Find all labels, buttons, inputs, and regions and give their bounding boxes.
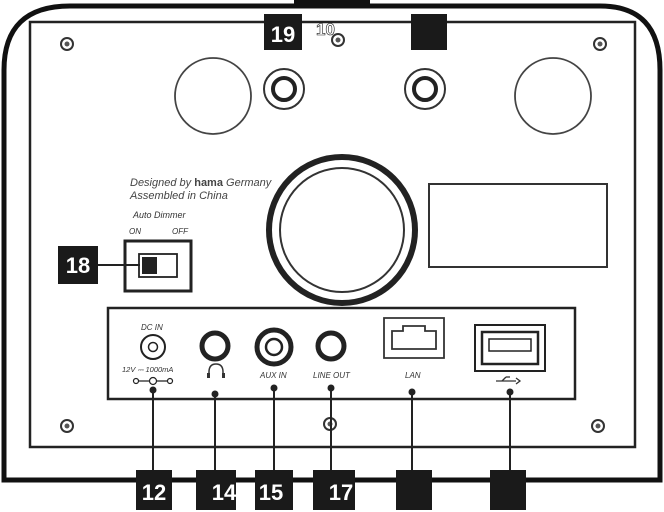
svg-text:17: 17 [329,480,353,505]
dimmer-on-label: ON [129,227,141,236]
svg-text:18: 18 [66,253,90,278]
leader-dots [149,384,514,398]
callout-box-antenna-right [411,14,447,50]
callout-17: 17 [313,470,355,510]
headphone-icon-cup-right [222,373,225,378]
designed-by-text: Designed by hama Germany [130,177,273,189]
usb-icon [496,376,522,385]
dc-in-socket [140,334,166,360]
headphone-jack [199,330,231,362]
aux-in-label: AUX IN [259,371,287,380]
dimmer-off-label: OFF [172,227,189,236]
antenna-socket-right [404,68,446,110]
screw-icon [593,37,607,51]
dc-polarity-icon [132,376,174,386]
dc-in-label: DC IN [141,323,163,332]
callout-15: 15 [255,470,293,510]
callout-19: 19 [264,14,302,50]
dc-rating-label: 12V ⎓ 1000mA [122,365,173,374]
callout-box-lan [396,470,432,510]
housing-top-rim [294,0,370,6]
screw-icon [60,37,74,51]
label-plate [428,183,608,268]
screw-icon [60,419,74,433]
callout-18: 18 [58,246,98,284]
headphone-icon-cup-left [207,373,210,378]
lan-label: LAN [405,371,421,380]
dimmer-switch-slider [142,257,157,274]
bass-port-right [514,57,592,135]
aux-in-jack [254,327,294,367]
svg-text:12: 12 [142,480,166,505]
usb-port [474,324,546,372]
line-out-label: LINE OUT [313,371,351,380]
callout-19b-label: 10 [316,20,335,39]
auto-dimmer-title: Auto Dimmer [132,210,187,220]
lan-port [383,317,445,359]
antenna-socket-left [263,68,305,110]
control-knob [266,154,418,306]
callout-box-usb [490,470,526,510]
svg-text:14: 14 [212,480,237,505]
assembled-in-text: Assembled in China [129,190,228,202]
screw-icon [591,419,605,433]
line-out-jack [315,330,347,362]
leader-lines [95,264,511,470]
bass-port-left [174,57,252,135]
headphone-icon [208,363,224,378]
screw-icon [331,33,345,47]
svg-text:15: 15 [259,480,283,505]
callout-12: 12 [136,470,172,510]
callout-14: 14 [196,470,237,510]
svg-text:19: 19 [271,22,295,47]
